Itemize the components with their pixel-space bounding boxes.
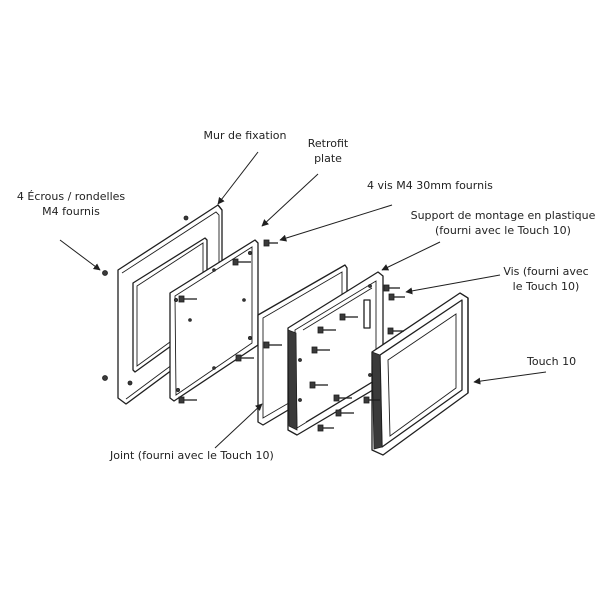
arrow-touch10: [473, 371, 547, 385]
label-support-montage: Support de montage en plastique (fourni …: [410, 209, 596, 237]
screw: [232, 258, 251, 266]
screw: [335, 409, 354, 417]
screw: [235, 354, 254, 362]
screw: [363, 396, 380, 404]
screw: [263, 239, 278, 247]
arrow-vis-fourni: [405, 274, 501, 295]
screw: [339, 313, 358, 321]
screw: [333, 394, 352, 402]
arrow-vis-m4: [279, 204, 393, 242]
leader-arrows: [59, 151, 547, 449]
arrow-support: [381, 241, 441, 271]
nut-washer: [102, 375, 108, 381]
screw: [311, 346, 330, 354]
arrow-retrofit: [261, 173, 319, 227]
touch10-device: [371, 292, 469, 456]
plastic-mounting-bracket: [287, 271, 384, 436]
nut-washer: [102, 270, 108, 276]
arrow-joint: [214, 403, 263, 449]
label-vis-fourni: Vis (fourni avec le Touch 10): [503, 265, 589, 293]
screw: [317, 424, 334, 432]
label-vis-m4: 4 vis M4 30mm fournis: [367, 179, 493, 192]
screw: [309, 381, 328, 389]
screw: [383, 284, 400, 292]
frame-hole: [127, 380, 133, 386]
screw: [388, 293, 405, 301]
screw: [317, 326, 336, 334]
screw: [387, 327, 404, 335]
arrow-mur: [217, 151, 259, 205]
screw: [178, 295, 197, 303]
label-mur-de-fixation: Mur de fixation: [203, 129, 287, 142]
label-retrofit-plate: Retrofit plate: [307, 137, 349, 165]
label-touch10: Touch 10: [527, 355, 577, 368]
label-ecrous: 4 Écrous / rondelles M4 fournis: [16, 190, 126, 218]
frame-hole: [183, 215, 189, 221]
screw: [178, 396, 197, 404]
screw-set: [178, 239, 405, 432]
screw: [263, 341, 282, 349]
arrow-ecrous: [59, 239, 101, 271]
label-joint: Joint (fourni avec le Touch 10): [110, 449, 274, 462]
